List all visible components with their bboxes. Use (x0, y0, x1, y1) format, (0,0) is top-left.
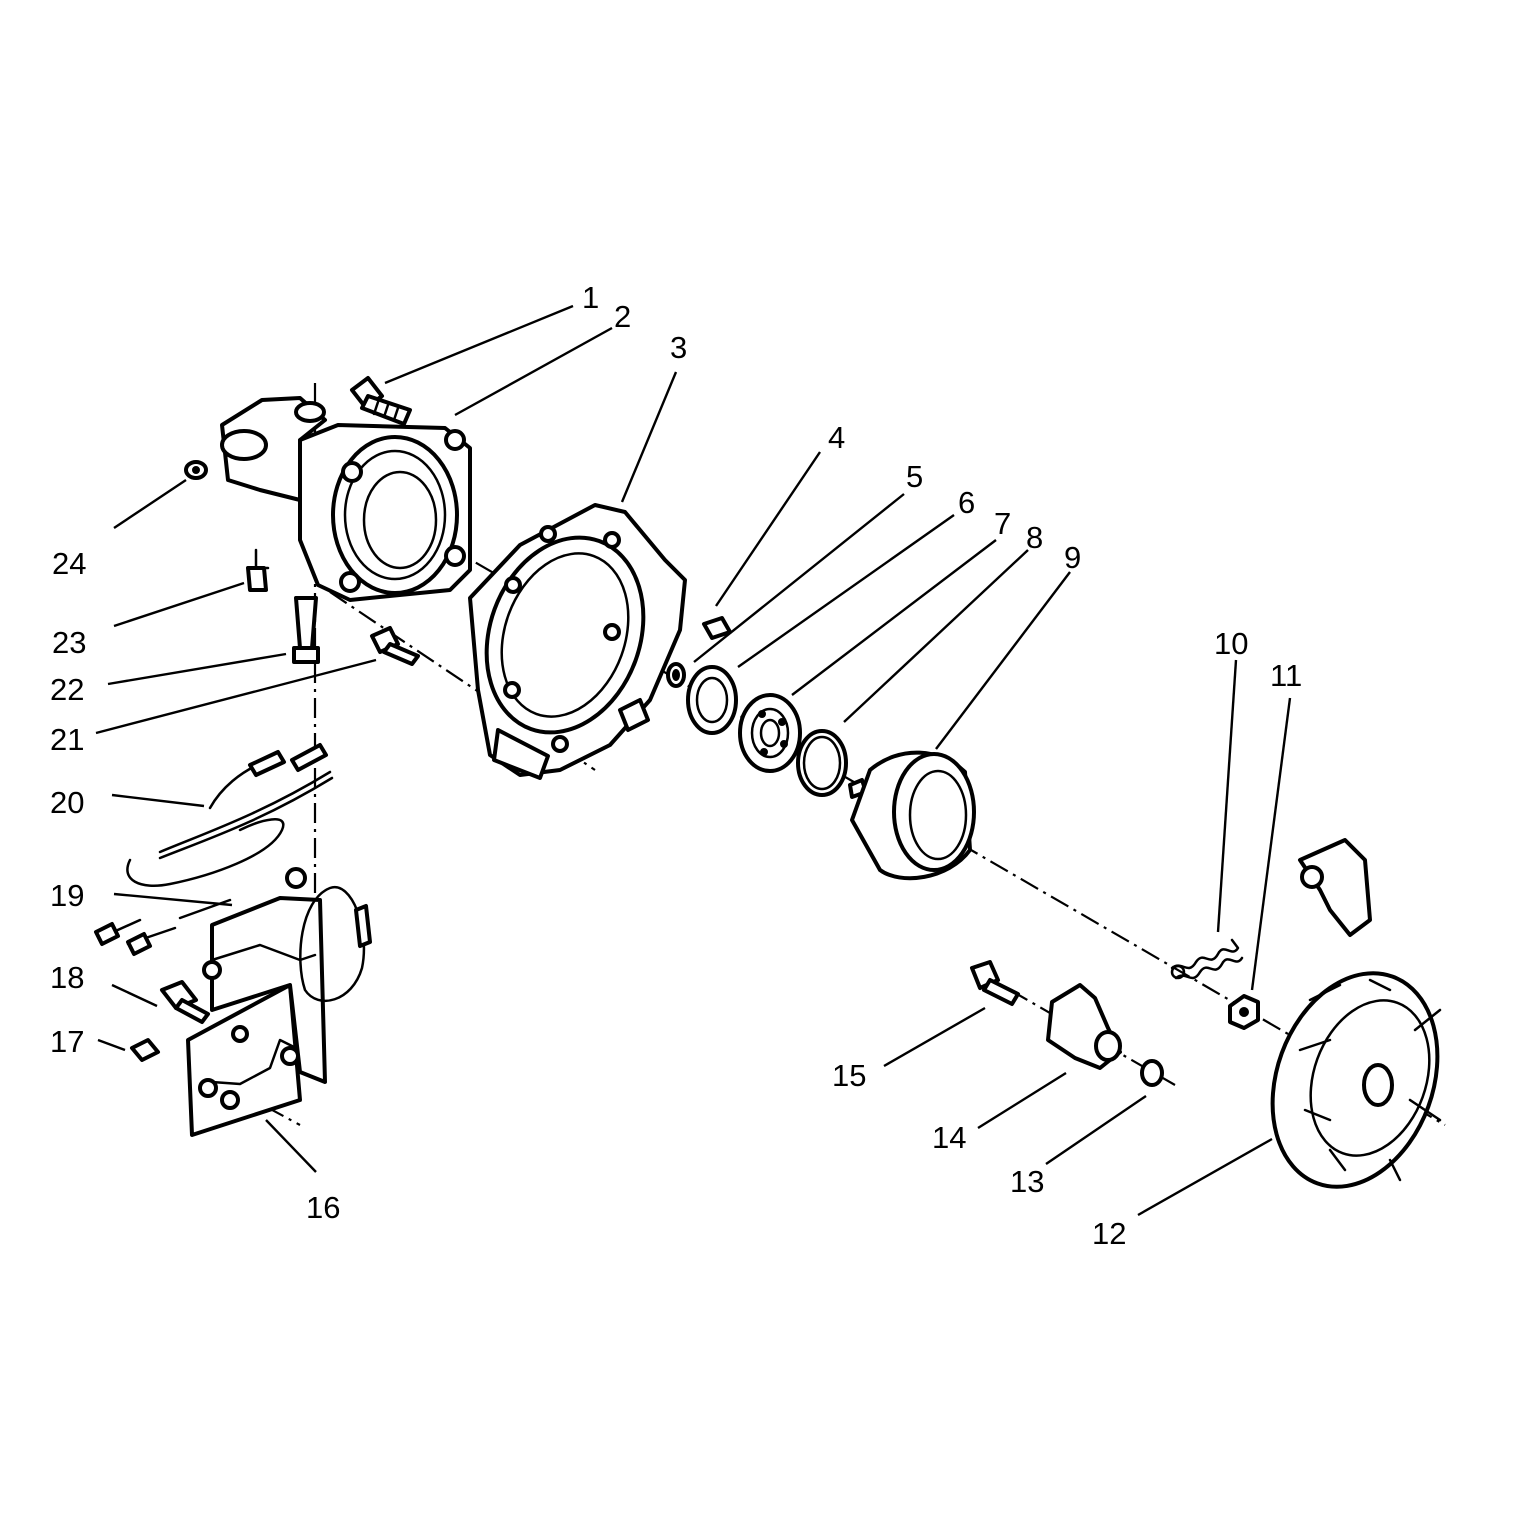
part-20-ignition-wire (126, 743, 334, 887)
part-24-nut (184, 460, 208, 480)
part-2-housing (220, 396, 472, 602)
callout-2: 2 (614, 299, 631, 334)
part-12-flywheel (1270, 971, 1442, 1189)
part-10-spring (1170, 938, 1244, 980)
part-6-washer (686, 665, 738, 735)
callout-17: 17 (50, 1024, 84, 1059)
part-7-bearing (738, 693, 802, 773)
callout-4: 4 (828, 420, 845, 455)
callout-23: 23 (52, 625, 86, 660)
part-23-screw (246, 548, 270, 592)
callout-8: 8 (1026, 520, 1043, 555)
callout-19: 19 (50, 878, 84, 913)
callout-15: 15 (832, 1058, 866, 1093)
part-11-nut (1228, 994, 1260, 1030)
callout-7: 7 (994, 506, 1011, 541)
callout-14: 14 (932, 1120, 966, 1155)
callout-22: 22 (50, 672, 84, 707)
callout-21: 21 (50, 722, 84, 757)
part-9-clutch-drum (848, 750, 976, 881)
part-8-snap-ring (796, 729, 848, 797)
part-22-long-bolt (292, 596, 320, 664)
callout-10: 10 (1214, 626, 1248, 661)
part-19-ignition-module (202, 867, 372, 1084)
callout-6: 6 (958, 485, 975, 520)
callout-11: 11 (1270, 658, 1302, 693)
wire-terminals (94, 898, 232, 956)
callout-24: 24 (52, 546, 86, 581)
part-16-mounting-plate (186, 983, 302, 1137)
callout-5: 5 (906, 459, 923, 494)
clutch-shoe (1298, 838, 1372, 937)
part-18-screw (160, 980, 210, 1024)
part-13-washer (1140, 1059, 1164, 1087)
part-14-clutch-shoe (1046, 983, 1122, 1070)
callout-1: 1 (582, 280, 599, 315)
part-17-screw (130, 1038, 160, 1062)
leader-lines (95, 304, 1292, 1217)
callout-20: 20 (50, 785, 84, 820)
part-21-stud (370, 626, 420, 666)
part-1-bolt (350, 376, 412, 426)
callout-12: 12 (1092, 1216, 1126, 1251)
callout-numbers: 1 2 3 4 5 6 7 8 9 10 11 12 13 14 15 16 1… (50, 280, 1302, 1251)
callout-13: 13 (1010, 1164, 1044, 1199)
part-5-retaining-ring (666, 662, 686, 688)
callout-18: 18 (50, 960, 84, 995)
callout-16: 16 (306, 1190, 340, 1225)
callout-9: 9 (1064, 540, 1081, 575)
part-15-shoulder-bolt (970, 960, 1020, 1006)
callout-3: 3 (670, 330, 687, 365)
part-3-clutch-housing (468, 503, 687, 780)
